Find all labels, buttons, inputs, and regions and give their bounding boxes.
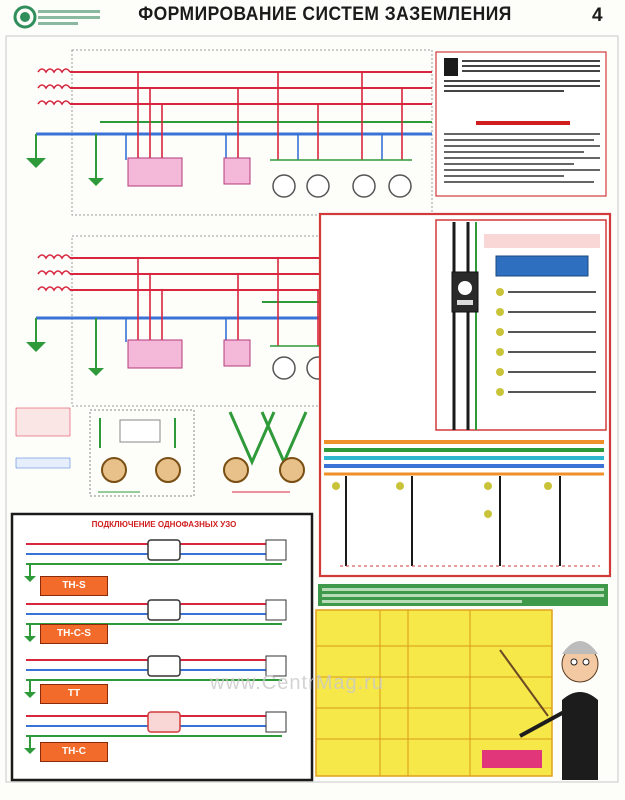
company-logo-icon — [13, 5, 100, 29]
rcd-row — [24, 655, 287, 698]
left-legend — [15, 407, 71, 469]
rcd-row — [24, 539, 287, 582]
socket-examples — [89, 409, 308, 497]
poster-frame — [5, 35, 619, 783]
tag-tt: ТТ — [40, 684, 108, 704]
electric-meter-icon — [451, 271, 479, 313]
rcd-selection-table — [315, 584, 608, 777]
tag-tn-c: ТН-С — [40, 742, 108, 762]
tag-tn-s: ТН-S — [40, 576, 108, 596]
single-phase-rcd-panel — [10, 512, 314, 782]
page-title: ФОРМИРОВАНИЕ СИСТЕМ ЗАЗЕМЛЕНИЯ — [138, 4, 512, 25]
distribution-busbar-diagram — [318, 212, 612, 578]
sheet-number: 4 — [592, 5, 603, 26]
tn-c-s-top-diagram — [26, 49, 433, 216]
right-info-panel — [435, 51, 607, 197]
rcd-row — [24, 711, 287, 754]
single-phase-section-title: ПОДКЛЮЧЕНИЕ ОДНОФАЗНЫХ УЗО — [91, 520, 237, 529]
lecturer-figure-icon — [499, 641, 599, 780]
tag-tn-c-s: ТН-С-S — [40, 624, 108, 644]
watermark: www.CentrMag.ru — [210, 672, 384, 694]
